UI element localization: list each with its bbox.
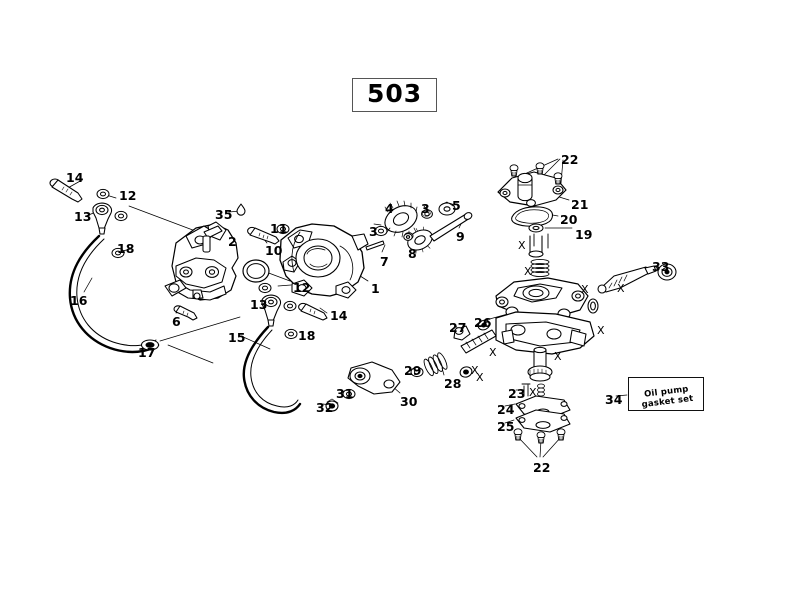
callout-number-25: 25 [497,419,515,434]
callout-number-33: 33 [652,259,670,274]
x-marker: X [529,386,537,399]
callout-number-16: 16 [70,293,88,308]
callout-number-22: 22 [561,152,579,167]
callout-number-3: 3 [421,201,430,216]
callout-number-10: 10 [265,243,283,258]
callout-number-12: 12 [119,188,137,203]
x-marker: X [597,324,605,337]
x-marker: X [471,364,479,377]
callout-number-18: 18 [117,241,135,256]
callout-number-34: 34 [605,392,623,407]
oil-pump-gasket-set-note: Oil pump gasket set [628,377,704,411]
callout-number-9: 9 [456,229,465,244]
callout-number-28: 28 [444,376,462,391]
callout-number-5: 5 [452,198,461,213]
callout-number-30: 30 [400,394,418,409]
callout-number-20: 20 [560,212,578,227]
callout-number-7: 7 [380,254,389,269]
callout-number-17: 17 [138,345,156,360]
callout-number-14: 14 [66,170,84,185]
callout-number-18: 18 [298,328,316,343]
callout-number-23: 23 [508,386,526,401]
callout-number-26: 26 [474,315,492,330]
callout-number-4: 4 [385,201,394,216]
x-marker: X [476,371,484,384]
x-marker: X [554,350,562,363]
callout-number-8: 8 [408,246,417,261]
callout-number-29: 29 [404,363,422,378]
callout-number-31: 31 [336,386,354,401]
callout-number-22: 22 [533,460,551,475]
callout-number-27: 27 [449,320,467,335]
callout-number-1: 1 [371,281,380,296]
x-marker: X [617,282,625,295]
callout-number-14: 14 [330,308,348,323]
callout-number-15: 15 [228,330,246,345]
x-marker: X [489,346,497,359]
callout-number-13: 13 [250,297,268,312]
callout-number-11: 11 [270,221,288,236]
callout-number-12: 12 [293,280,311,295]
callout-number-19: 19 [575,227,593,242]
callout-number-21: 21 [571,197,589,212]
callout-number-2: 2 [228,234,237,249]
callout-number-32: 32 [316,400,334,415]
callout-number-35: 35 [215,207,233,222]
callout-number-24: 24 [497,402,515,417]
x-marker: X [581,283,589,296]
callout-number-6: 6 [172,314,181,329]
diagram-number-badge: 503 [352,78,438,113]
callout-number-3: 3 [369,224,378,239]
x-marker: X [524,265,532,278]
callout-number-13: 13 [74,209,92,224]
x-marker: X [518,239,526,252]
